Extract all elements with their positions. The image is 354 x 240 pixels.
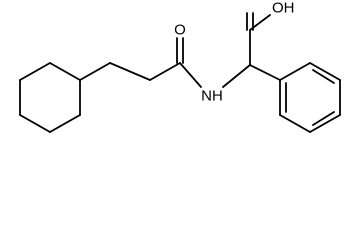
- alpha-phenyl-bond: [249, 64, 281, 81]
- propanoyl-chain: [79, 62, 181, 81]
- hydroxyl-label: OH: [272, 0, 295, 17]
- structural-formula: O NH OH: [19, 0, 341, 133]
- amide-nh-label: NH: [201, 88, 223, 105]
- amide-carbonyl-bond: [176, 37, 184, 64]
- carboxyl-group: [246, 12, 271, 66]
- carbonyl-oxygen-label: O: [174, 22, 186, 39]
- amide-cn-bond: [179, 62, 202, 88]
- cyclohexyl-ring: [19, 62, 81, 133]
- n-alpha-carbon-bond: [222, 64, 251, 88]
- phenyl-ring: [279, 62, 341, 133]
